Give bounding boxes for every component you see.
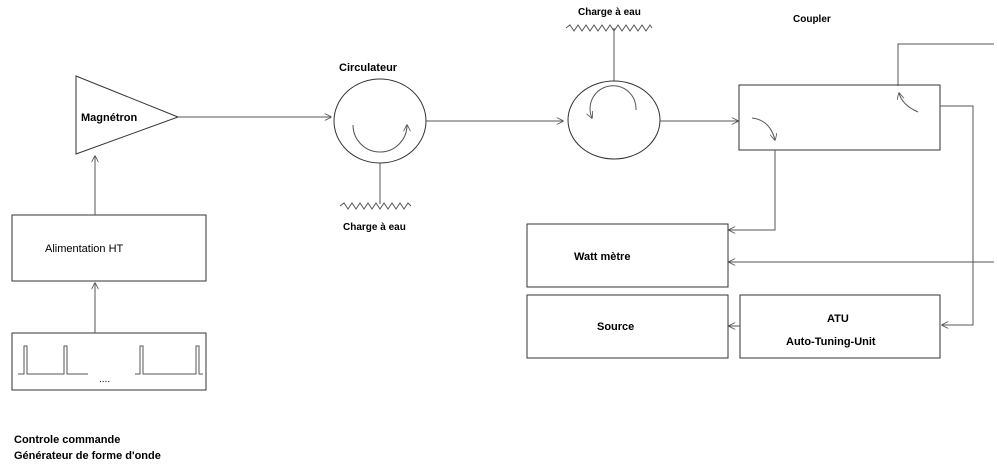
coupler-reflected-arrow [899, 93, 919, 113]
source-label: Source [597, 321, 634, 333]
circulateur-label: Circulateur [339, 62, 398, 74]
water-load-1-resistor [339, 202, 412, 210]
wattmetre-box [526, 223, 729, 288]
circulator-1 [333, 78, 427, 164]
magnetron-triangle [75, 75, 180, 155]
alimentation-ht-label: Alimentation HT [45, 243, 124, 255]
arrow-coupler-to-wattmeter [729, 150, 776, 230]
circulator-2 [567, 80, 661, 160]
coupler-forward-arrow [751, 117, 775, 140]
atu-full-label: Auto-Tuning-Unit [786, 336, 876, 348]
pulse-train-right [135, 345, 203, 375]
coupler-box [738, 84, 941, 151]
generateur-forme-onde-label: Générateur de forme d'onde [14, 450, 161, 462]
water-load-2-resistor [565, 24, 653, 32]
arrow-coupler-to-atu [940, 105, 974, 325]
controle-commande-box [11, 332, 207, 391]
wattmetre-label: Watt mètre [574, 251, 630, 263]
alimentation-ht-box [11, 214, 207, 282]
atu-label: ATU [827, 313, 849, 325]
pulse-dots: .... [99, 374, 110, 385]
atu-box [739, 294, 941, 359]
circulator-1-rotation-arrow [352, 125, 407, 153]
controle-commande-label: Controle commande [14, 434, 120, 446]
charge-eau-bottom-label: Charge à eau [343, 222, 406, 233]
circulator-2-rotation-arrow [590, 85, 637, 118]
charge-eau-top-label: Charge à eau [578, 7, 641, 18]
source-box [526, 294, 729, 359]
pulse-train-left [18, 345, 88, 375]
coupler-label: Coupler [793, 14, 831, 25]
coupler-output-line [897, 43, 994, 86]
magnetron-label: Magnétron [81, 112, 138, 124]
